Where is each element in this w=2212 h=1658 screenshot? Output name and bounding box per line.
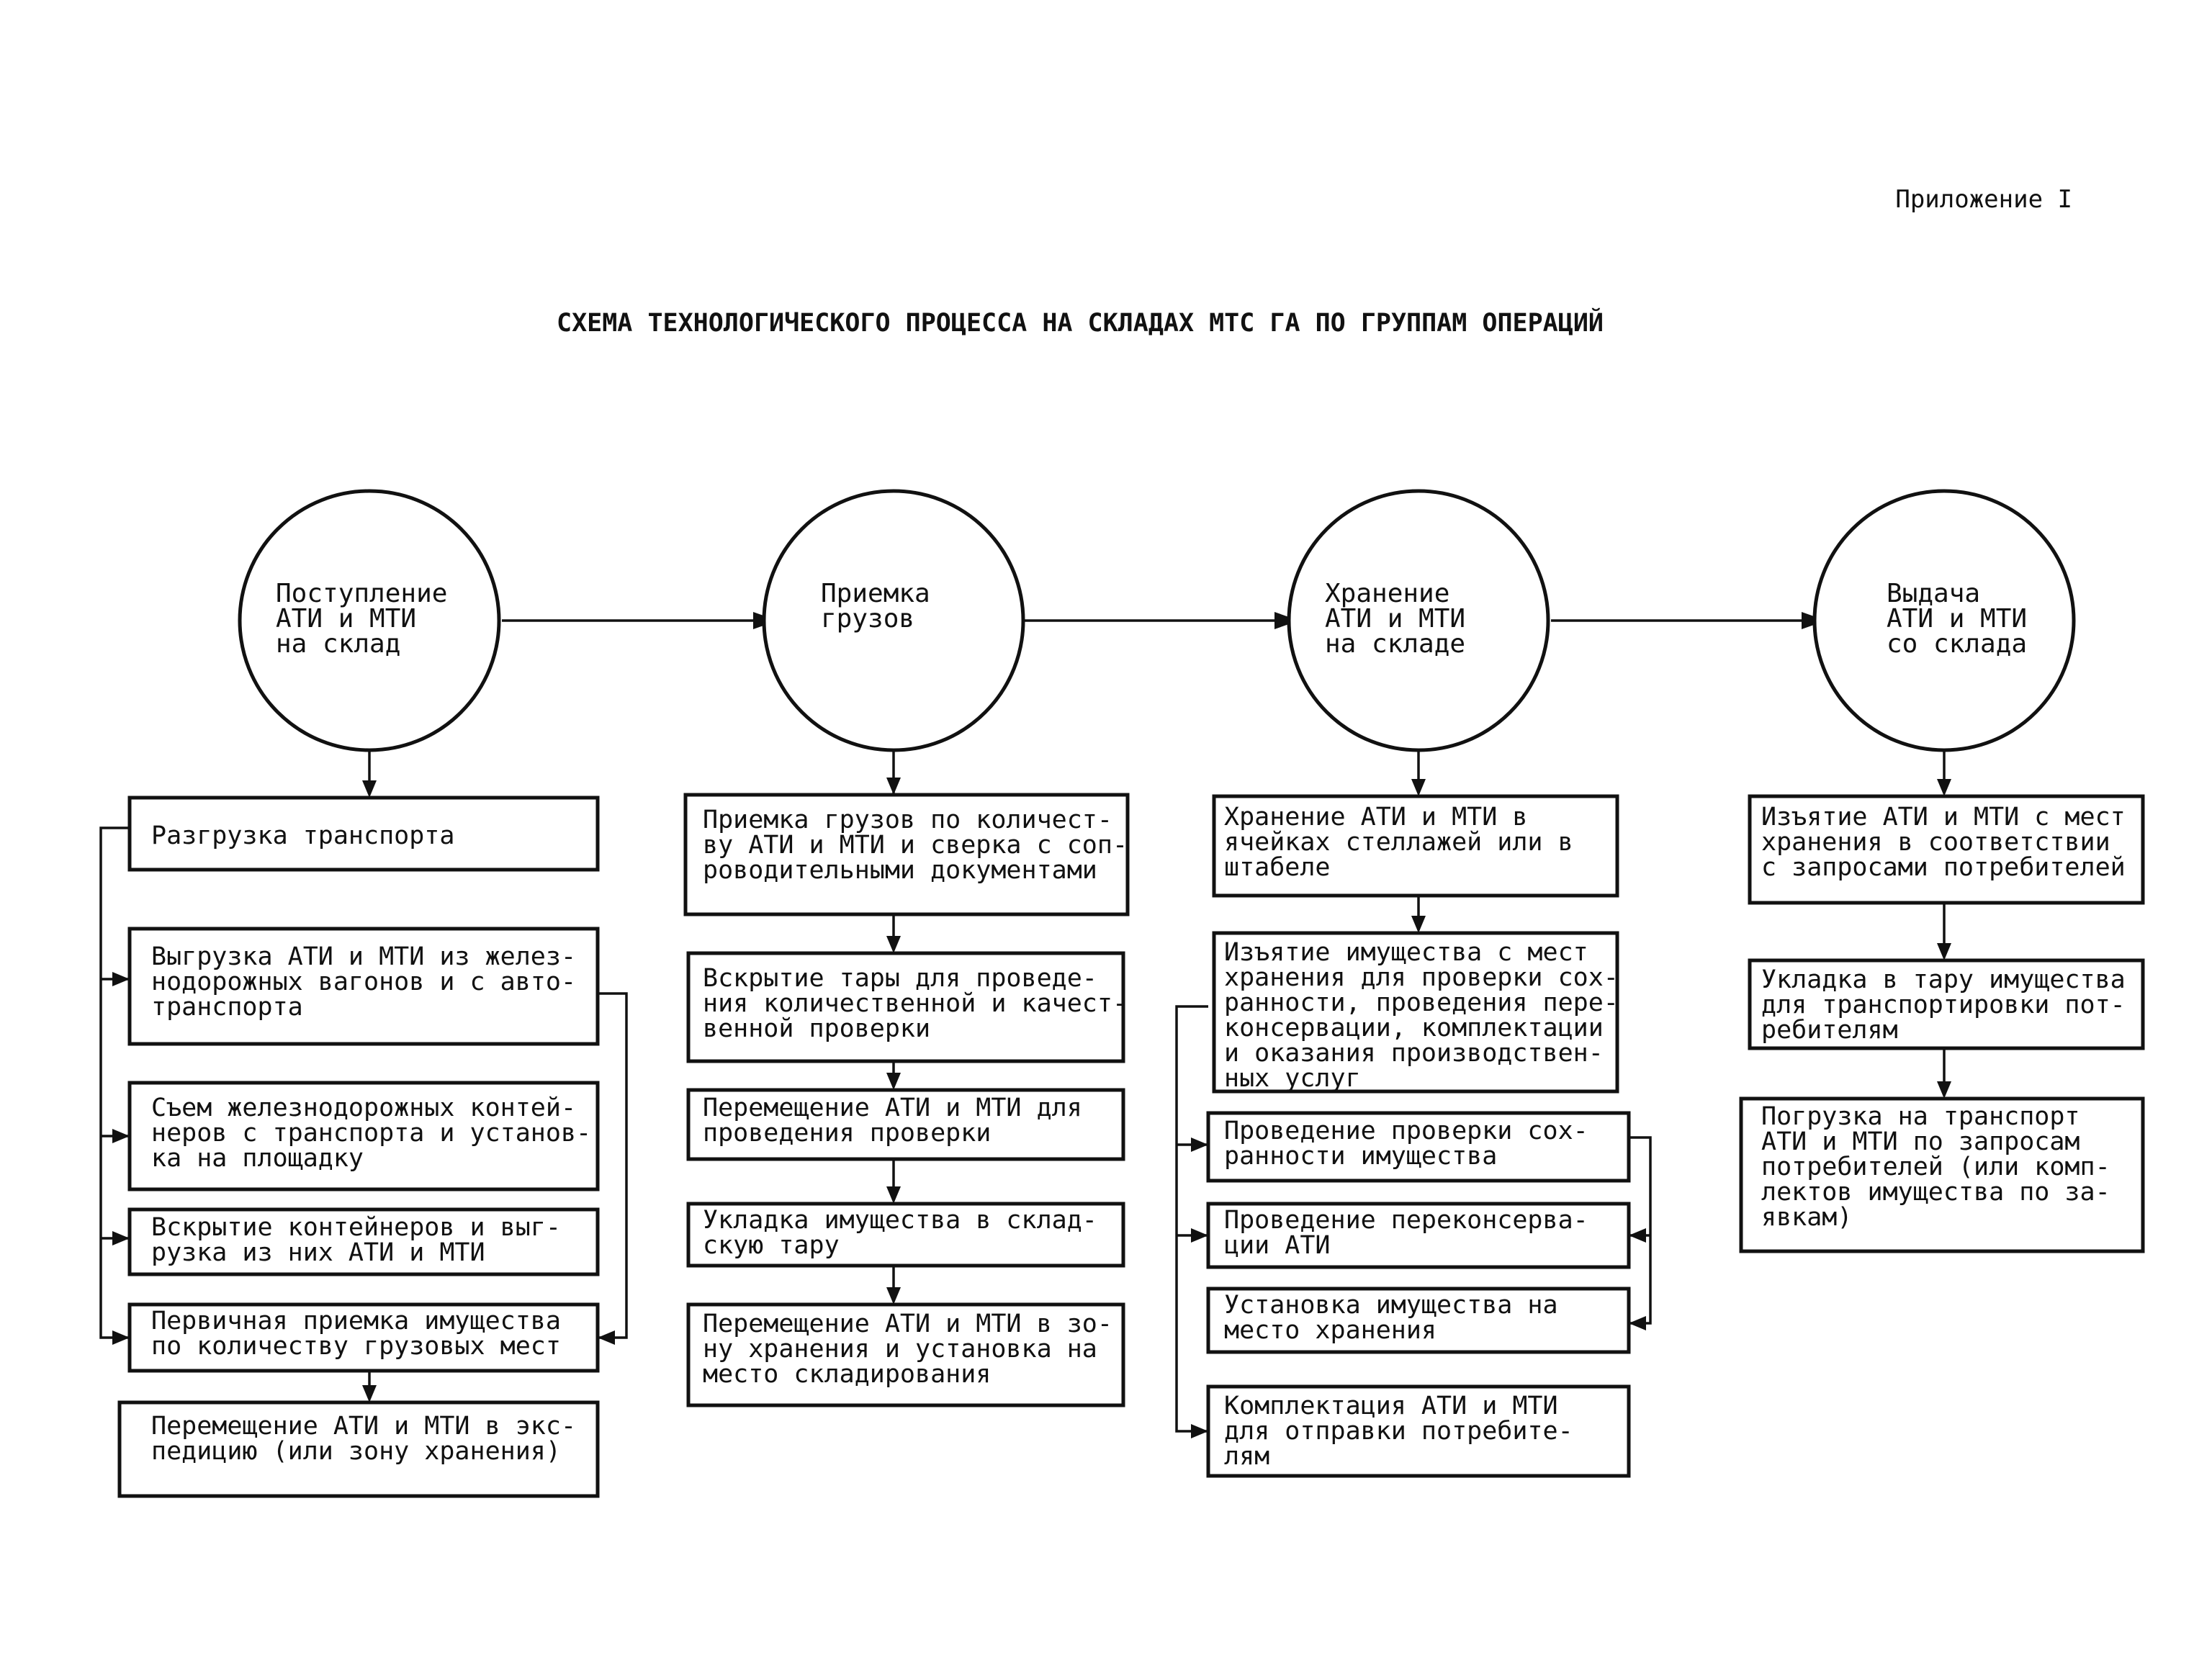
stage-storage: Хранение АТИ и МТИ на складе — [1287, 489, 1550, 752]
operation-box: Погрузка на транспорт АТИ и МТИ по запро… — [1739, 1096, 2145, 1253]
operation-box: Проведение переконсерва- ции АТИ — [1206, 1202, 1631, 1269]
svg-text:Перемещение АТИ и МТИ в зо-: Перемещение АТИ и МТИ в зо- ну хранения … — [703, 1310, 1128, 1389]
arrowhead — [1937, 779, 1951, 796]
svg-text:Перемещение АТИ и МТИ в экс-: Перемещение АТИ и МТИ в экс- педицию (ил… — [151, 1412, 591, 1466]
arrowhead — [1411, 779, 1426, 796]
arrowhead — [886, 778, 901, 795]
diagram-title: СХЕМА ТЕХНОЛОГИЧЕСКОГО ПРОЦЕССА НА СКЛАД… — [557, 307, 1604, 338]
svg-text:Установка имущества на: Установка имущества на место хранения — [1224, 1291, 1573, 1345]
stage-acceptance-operations: Приемка грузов по количест- ву АТИ и МТИ… — [683, 793, 1143, 1407]
arrowhead — [886, 1073, 901, 1090]
stage-receipt-label: Поступление АТИ и МТИ на склад — [276, 579, 463, 659]
operation-box: Изъятие АТИ и МТИ с мест хранения в соот… — [1748, 794, 2145, 905]
svg-text:Первичная приемка имущества: Первичная приемка имущества по количеств… — [151, 1307, 576, 1361]
arrowhead — [1274, 612, 1299, 629]
operation-box: Хранение АТИ и МТИ в ячейках стеллажей и… — [1212, 794, 1619, 898]
stage-dispatch-operations: Изъятие АТИ и МТИ с мест хранения в соот… — [1739, 794, 2145, 1253]
stage-storage-label: Хранение АТИ и МТИ на складе — [1325, 579, 1481, 659]
operation-box: Проведение проверки сох- ранности имущес… — [1206, 1111, 1631, 1183]
arrowhead — [112, 1231, 130, 1245]
stage-receipt: Поступление АТИ и МТИ на склад — [238, 489, 501, 752]
svg-text:Изъятие имущества с мест: Изъятие имущества с мест хранения для пр… — [1224, 938, 1634, 1093]
svg-text:Перемещение АТИ и МТИ для: Перемещение АТИ и МТИ для проведения про… — [703, 1094, 1097, 1148]
bracket-c1-right — [598, 992, 628, 1339]
arrowhead — [1937, 1081, 1951, 1099]
appendix-label: Приложение I — [1895, 185, 2072, 214]
operation-box: Укладка в тару имущества для транспортир… — [1748, 958, 2145, 1050]
operation-box: Укладка имущества в склад- скую тару — [686, 1202, 1125, 1268]
stage-dispatch: Выдача АТИ и МТИ со склада — [1812, 489, 2076, 752]
stage-dispatch-label: Выдача АТИ и МТИ со склада — [1887, 579, 2043, 659]
arrowhead — [112, 1330, 130, 1345]
arrowhead — [362, 1385, 377, 1402]
svg-text:Комплектация АТИ и МТИ: Комплектация АТИ и МТИ для отправки потр… — [1224, 1392, 1588, 1471]
arrowhead — [1191, 1137, 1208, 1152]
arrowhead — [112, 972, 130, 986]
stage-storage-operations: Хранение АТИ и МТИ в ячейках стеллажей и… — [1206, 794, 1634, 1478]
svg-text:Укладка в тару имущества: Укладка в тару имущества для транспортир… — [1761, 965, 2141, 1045]
arrowhead — [112, 1129, 130, 1143]
svg-text:Съем железнодорожных контей-: Съем железнодорожных контей- неров с тра… — [151, 1094, 606, 1173]
operation-box: Перемещение АТИ и МТИ для проведения про… — [686, 1088, 1125, 1161]
arrowhead — [886, 1186, 901, 1204]
svg-text:Погрузка на транспорт: Погрузка на транспорт АТИ и МТИ по запро… — [1761, 1102, 2126, 1232]
operation-box: Разгрузка транспорта — [127, 796, 600, 872]
operation-box: Выгрузка АТИ и МТИ из желез- нодорожных … — [127, 927, 600, 1046]
arrowhead — [886, 1287, 901, 1305]
arrowhead — [1411, 916, 1426, 933]
operation-box: Комплектация АТИ и МТИ для отправки потр… — [1206, 1384, 1631, 1478]
bracket-c1-left — [99, 826, 130, 1339]
svg-text:Укладка имущества в склад-: Укладка имущества в склад- скую тару — [703, 1206, 1112, 1260]
operation-box: Установка имущества на место хранения — [1206, 1287, 1631, 1354]
connectors — [99, 612, 1951, 1438]
arrowhead — [1191, 1228, 1208, 1243]
operation-box: Перемещение АТИ и МТИ в зо- ну хранения … — [686, 1302, 1128, 1407]
svg-text:Изъятие АТИ и МТИ с мест: Изъятие АТИ и МТИ с мест хранения в соот… — [1761, 803, 2141, 882]
operation-box: Перемещение АТИ и МТИ в экс- педицию (ил… — [117, 1400, 600, 1498]
svg-text:Проведение переконсерва-: Проведение переконсерва- ции АТИ — [1224, 1206, 1604, 1260]
arrowhead — [362, 780, 377, 798]
operation-box: Вскрытие тары для проведе- ния количеств… — [686, 951, 1143, 1063]
svg-text:Хранение АТИ и МТИ в я: Хранение АТИ и МТИ в ячейках стеллажей и… — [1224, 803, 1588, 882]
arrowhead — [1191, 1424, 1208, 1438]
arrowhead — [886, 936, 901, 953]
bracket-c3-right — [1629, 1136, 1652, 1325]
arrowhead — [598, 1330, 615, 1345]
stage-circles: Поступление АТИ и МТИ на склад Приемка г… — [238, 489, 2076, 752]
svg-text:Выгрузка АТИ и МТИ из желез-: Выгрузка АТИ и МТИ из желез- нодорожных … — [151, 942, 591, 1022]
stage-acceptance-label: Приемка грузов — [821, 579, 945, 634]
arrowhead — [1629, 1316, 1646, 1330]
operation-box: Приемка грузов по количест- ву АТИ и МТИ… — [683, 793, 1143, 916]
operation-box: Изъятие имущества с мест хранения для пр… — [1212, 931, 1634, 1094]
stage-receipt-operations: Разгрузка транспорта Выгрузка АТИ и МТИ … — [117, 796, 606, 1498]
operation-box: Первичная приемка имущества по количеств… — [127, 1302, 600, 1373]
stage-acceptance: Приемка грузов — [762, 489, 1025, 752]
svg-text:Проведение проверки сох-: Проведение проверки сох- ранности имущес… — [1224, 1117, 1604, 1171]
operation-box: Вскрытие контейнеров и выг- рузка из них… — [127, 1207, 600, 1276]
arrowhead — [1937, 943, 1951, 960]
arrowhead — [1629, 1228, 1646, 1243]
bracket-c3-left — [1175, 1005, 1208, 1433]
svg-text:Вскрытие контейнеров и выг-: Вскрытие контейнеров и выг- рузка из них… — [151, 1213, 576, 1267]
operation-box: Съем железнодорожных контей- неров с тра… — [127, 1081, 606, 1191]
svg-text:Разгрузка транспорта: Разгрузка транспорта — [151, 821, 454, 850]
svg-text:Вскрытие тары для проведе-: Вскрытие тары для проведе- ния количеств… — [703, 964, 1143, 1043]
svg-text:Приемка грузов по количест-: Приемка грузов по количест- ву АТИ и МТИ… — [703, 806, 1143, 885]
